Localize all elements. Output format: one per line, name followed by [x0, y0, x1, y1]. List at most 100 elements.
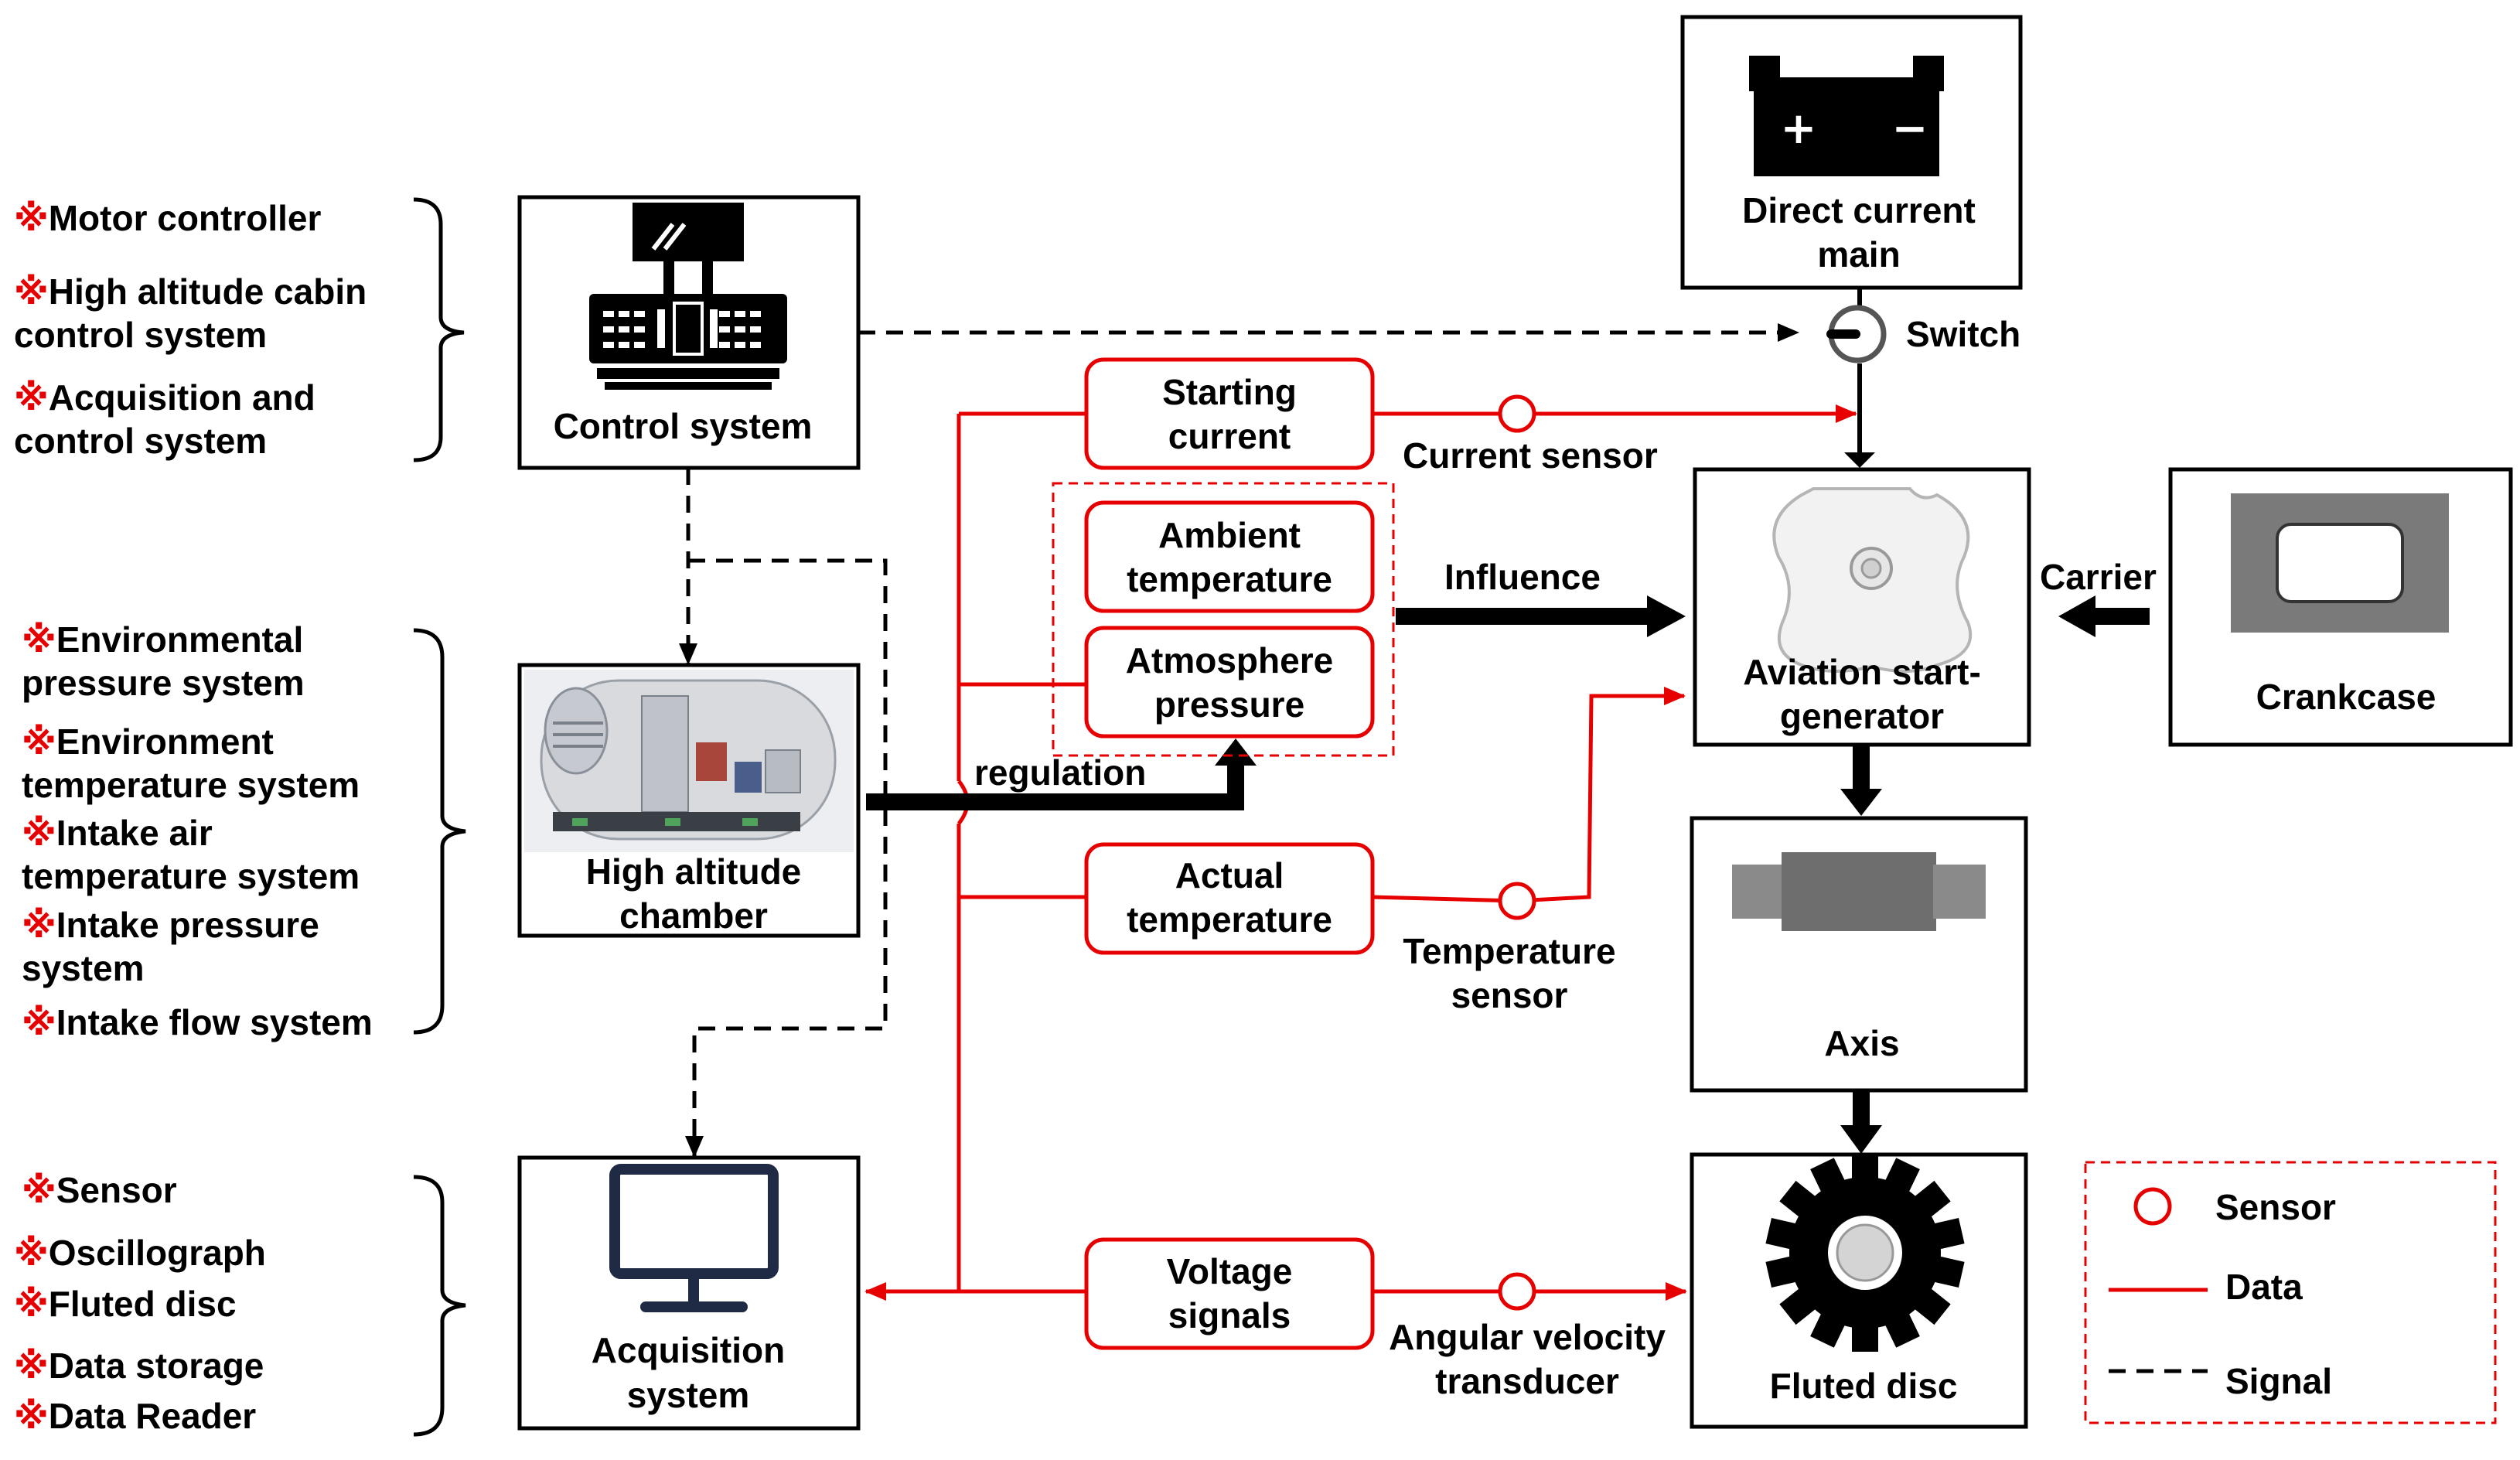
fluted-disc-node: Fluted disc [1690, 1152, 2028, 1429]
atmosphere-line-2: pressure [1154, 684, 1304, 725]
gear-icon [1765, 1154, 1965, 1352]
ambient-line-1: Ambient [1158, 515, 1301, 555]
chamber-group-item-1-line-2: pressure system [22, 663, 305, 703]
current-sensor-label: Current sensor [1403, 435, 1658, 476]
starting-current-line-2: current [1168, 416, 1291, 456]
acquisition-system-label: Acquisition system [592, 1330, 785, 1415]
regulation-arrowhead [1215, 739, 1257, 766]
crankcase-icon [2231, 493, 2449, 633]
control-group-item-1: ※Motor controller [14, 197, 321, 239]
legend-sensor-icon [2133, 1187, 2172, 1226]
ambient-line-2: temperature [1127, 559, 1332, 599]
battery-minus-sign: − [1892, 104, 1928, 154]
angular-line-1: Angular velocity [1389, 1317, 1666, 1357]
chamber-image [524, 670, 854, 852]
legend-data-label: Data [2225, 1267, 2303, 1307]
temperature-sensor-icon [1498, 882, 1536, 920]
switch-icon [1826, 305, 1887, 363]
temperature-sensor-line-2: sensor [1451, 975, 1568, 1015]
dc-line-2: main [1817, 234, 1900, 275]
current-sensor-icon [1498, 394, 1536, 433]
acquisition-group-list: ※Sensor ※Oscillograph ※Fluted disc ※Data… [14, 1169, 466, 1437]
voltage-line-1: Voltage [1167, 1251, 1293, 1291]
legend-signal-label: Signal [2225, 1361, 2332, 1401]
axis-node: Axis [1690, 816, 2028, 1093]
control-group-brace [413, 197, 465, 462]
starting-current-line-1: Starting [1162, 372, 1297, 412]
acquisition-label-line-2: system [627, 1375, 750, 1415]
atmosphere-line-1: Atmosphere [1126, 640, 1333, 681]
influence-arrowhead [1647, 595, 1686, 637]
carrier-arrowhead [2058, 595, 2095, 637]
influence-group-dashed-frame [1052, 482, 1395, 757]
chamber-group-item-4-line-2: system [22, 948, 145, 988]
switch-to-generator-arrowhead [1844, 452, 1875, 468]
control-system-node: Control system [517, 195, 861, 470]
axis-shaft-icon [1732, 852, 1986, 931]
carrier-label: Carrier [2040, 557, 2157, 597]
control-console-icon [589, 203, 787, 390]
generator-line-1: Aviation start- [1743, 652, 1981, 692]
voltage-line-2: signals [1168, 1295, 1291, 1335]
axis-to-disc-arrowhead [1840, 1125, 1882, 1154]
acquisition-system-node: Acquisition system [517, 1155, 861, 1431]
actual-temp-line-2: temperature [1127, 899, 1332, 940]
acquisition-group-item-3: ※Fluted disc [14, 1283, 237, 1325]
temperature-sensor-line-1: Temperature [1403, 931, 1615, 971]
chamber-group-item-2-line-2: temperature system [22, 765, 360, 805]
crankcase-label: Crankcase [2256, 677, 2436, 717]
switch-label: Switch [1906, 314, 2020, 354]
regulation-label: regulation [974, 752, 1146, 793]
generator-icon [1772, 487, 1973, 673]
chamber-label-line-2: chamber [619, 895, 768, 936]
angular-velocity-sensor-icon [1498, 1272, 1536, 1311]
acquisition-label-line-1: Acquisition [592, 1330, 785, 1370]
influence-label: Influence [1444, 557, 1601, 597]
aviation-start-generator-node: Aviation start-generator [1693, 467, 2031, 747]
legend: Sensor Data Signal [2084, 1161, 2497, 1424]
control-group-item-2-line-2: control system [14, 315, 267, 355]
dc-line-1: Direct current [1742, 190, 1976, 230]
control-group-item-3-line-2: control system [14, 421, 267, 461]
regulation-arrow [866, 762, 1244, 810]
battery-plus-sign: + [1781, 104, 1817, 154]
control-system-label: Control system [554, 406, 813, 446]
monitor-icon [609, 1164, 779, 1312]
chamber-group-brace [413, 628, 466, 1035]
acquisition-group-item-5: ※Data Reader [14, 1395, 256, 1437]
data-line-temperature-sensor [1372, 687, 1686, 903]
axis-label: Axis [1824, 1023, 1899, 1063]
fluted-disc-label: Fluted disc [1770, 1366, 1958, 1406]
crankcase-node: Crankcase [2168, 467, 2513, 747]
battery-icon: + − [1749, 56, 1944, 176]
acquisition-group-item-2: ※Oscillograph [14, 1232, 266, 1274]
chamber-label-line-1: High altitude [586, 851, 802, 892]
angular-line-2: transducer [1435, 1361, 1619, 1401]
acquisition-group-brace [413, 1175, 466, 1437]
chamber-group-item-5: ※Intake flow system [22, 1001, 373, 1043]
acquisition-group-item-4: ※Data storage [14, 1345, 264, 1387]
